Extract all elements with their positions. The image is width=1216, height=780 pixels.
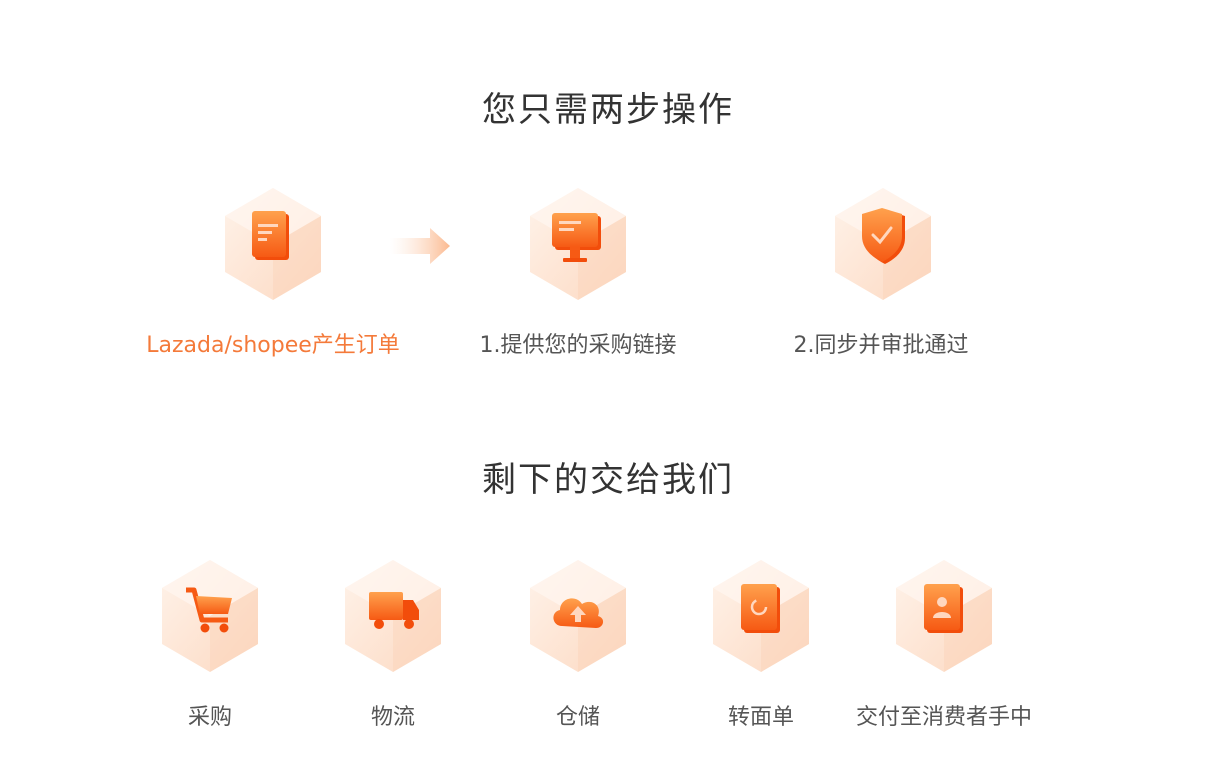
service-label-warehouse: 仓储	[555, 705, 600, 730]
person-card-icon	[896, 560, 992, 672]
section-title-steps: 您只需两步操作	[482, 90, 734, 130]
arrow-right-icon	[390, 228, 450, 264]
section-title-services: 剩下的交给我们	[482, 460, 734, 500]
cloud-upload-icon	[530, 560, 626, 672]
order-doc-icon	[225, 188, 321, 300]
service-label-deliver: 交付至消费者手中	[855, 705, 1032, 730]
service-label-logistics: 物流	[370, 705, 415, 730]
shopping-cart-icon	[162, 560, 258, 672]
monitor-icon	[530, 188, 626, 300]
service-label-waybill: 转面单	[727, 705, 794, 730]
service-label-purchase: 采购	[187, 705, 232, 730]
shield-check-icon	[835, 188, 931, 300]
refresh-doc-icon	[713, 560, 809, 672]
truck-icon	[345, 560, 441, 672]
step-label-order: Lazada/shopee产生订单	[146, 333, 400, 358]
step-label-provide-link: 1.提供您的采购链接	[479, 333, 677, 358]
step-label-approve: 2.同步并审批通过	[793, 333, 969, 358]
